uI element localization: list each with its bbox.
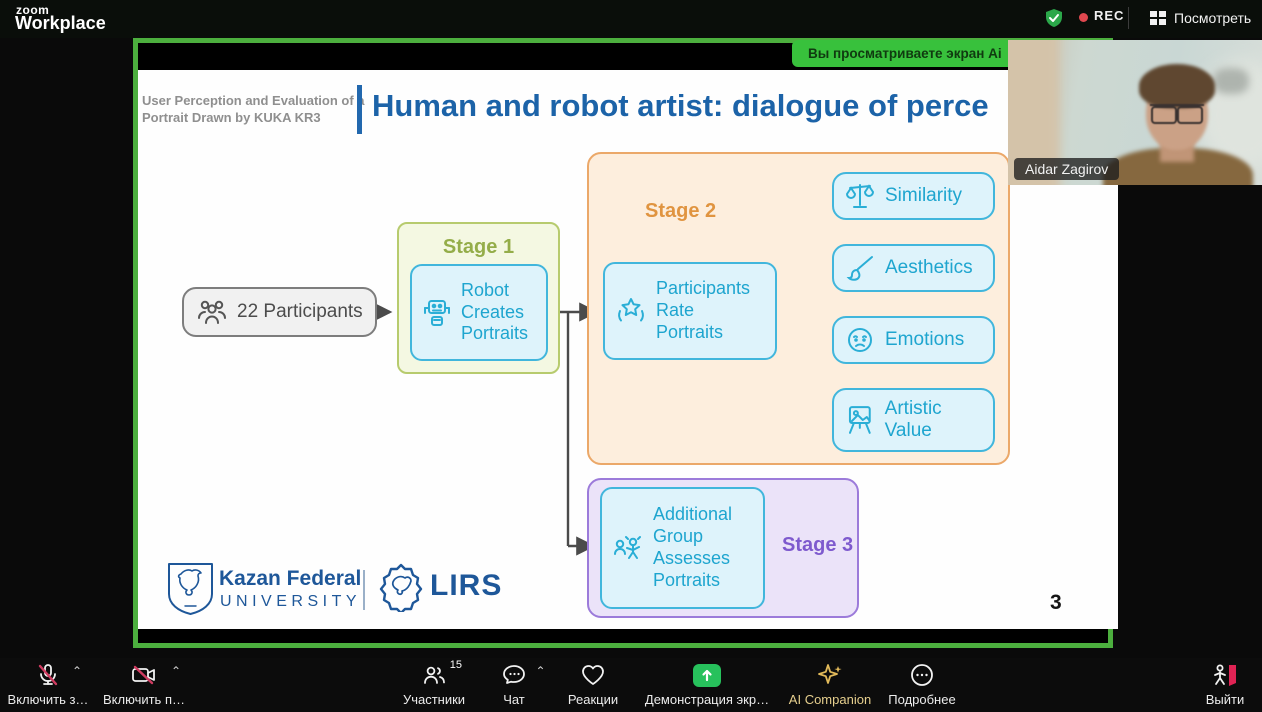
video-options-chevron[interactable]: ⌃ xyxy=(171,664,182,678)
audio-options-chevron[interactable]: ⌃ xyxy=(72,664,83,678)
lirs-gear-logo xyxy=(379,563,423,612)
microphone-muted-icon xyxy=(38,664,58,686)
slide-title: Human and robot artist: dialogue of perc… xyxy=(372,88,989,123)
leave-label: Выйти xyxy=(1205,692,1245,707)
participants-node: 22 Participants xyxy=(182,287,377,337)
ai-companion-label: AI Companion xyxy=(788,692,872,707)
participants-icon xyxy=(424,666,445,684)
stage2-node: Participants Rate Portraits xyxy=(603,262,777,360)
slide-subtitle-line1: User Perception and Evaluation of a xyxy=(142,93,365,108)
ai-sparkle-icon xyxy=(818,664,842,684)
emotion-face-icon xyxy=(848,328,872,352)
logo-divider xyxy=(363,570,365,610)
chat-label: Чат xyxy=(503,692,525,707)
share-screen-icon xyxy=(693,663,721,687)
scales-icon xyxy=(845,184,875,208)
view-button-label: Посмотреть xyxy=(1174,10,1252,26)
recording-dot-icon xyxy=(1079,13,1088,22)
participants-node-label: 22 Participants xyxy=(237,301,363,322)
workplace-logo: Workplace xyxy=(15,13,106,33)
share-screen-button[interactable]: Демонстрация экр… xyxy=(644,662,770,707)
stage1-label: Stage 1 xyxy=(442,236,515,258)
chat-bubble-icon xyxy=(502,665,525,684)
university-name: Kazan Federal xyxy=(219,567,362,590)
recording-indicator: REC xyxy=(1094,8,1125,23)
topbar-divider xyxy=(1128,7,1129,29)
outcome-emotions: Emotions xyxy=(832,316,995,364)
participant-name-label: Aidar Zagirov xyxy=(1014,158,1120,180)
start-video-label: Включить п… xyxy=(103,692,185,707)
stage2-label: Stage 2 xyxy=(645,200,717,222)
unmute-audio-button[interactable]: ⌃ Включить з… xyxy=(6,662,90,707)
zoom-logo: zoom xyxy=(16,3,50,17)
outcome-artistic-value-label: Artistic Value xyxy=(884,398,942,441)
leave-meeting-icon xyxy=(1213,664,1236,686)
easel-art-icon xyxy=(848,406,871,434)
reactions-label: Реакции xyxy=(567,692,619,707)
stage2-node-label: Participants Rate Portraits xyxy=(656,278,751,342)
outcome-similarity: Similarity xyxy=(832,172,995,220)
participant-hair xyxy=(1139,64,1215,108)
participant-glasses xyxy=(1150,104,1204,124)
more-button[interactable]: Подробнее xyxy=(884,662,960,707)
outcome-aesthetics-label: Aesthetics xyxy=(885,257,973,279)
leave-button[interactable]: Выйти xyxy=(1196,662,1254,707)
participant-video-thumbnail[interactable]: Aidar Zagirov xyxy=(1008,40,1262,185)
share-screen-label: Демонстрация экр… xyxy=(644,692,770,707)
chat-button[interactable]: ⌃ Чат xyxy=(490,662,546,707)
background-object xyxy=(1213,68,1249,94)
unmute-audio-label: Включить з… xyxy=(7,692,89,707)
reactions-button[interactable]: Реакции xyxy=(560,662,626,707)
slide-page-number: 3 xyxy=(1050,591,1062,614)
people-group-icon xyxy=(198,300,226,324)
start-video-button[interactable]: ⌃ Включить п… xyxy=(96,662,192,707)
paintbrush-icon xyxy=(846,256,873,281)
outcome-emotions-label: Emotions xyxy=(885,329,965,351)
stage3-label: Stage 3 xyxy=(782,534,854,556)
more-ellipsis-icon xyxy=(911,664,933,686)
heart-reaction-icon xyxy=(582,665,604,685)
star-rating-icon xyxy=(618,298,644,322)
stage3-node-label: Additional Group Assesses Portraits xyxy=(653,504,733,590)
meeting-toolbar xyxy=(0,658,1262,712)
lirs-name: LIRS xyxy=(430,569,503,602)
kfu-shield-logo xyxy=(168,563,213,615)
chat-options-chevron[interactable]: ⌃ xyxy=(535,664,546,678)
grid-view-icon xyxy=(1150,10,1166,25)
title-divider-bar xyxy=(357,85,362,134)
outcome-aesthetics: Aesthetics xyxy=(832,244,995,292)
group-assess-icon xyxy=(614,536,641,559)
outcome-artistic-value: Artistic Value xyxy=(832,388,995,452)
outcome-similarity-label: Similarity xyxy=(885,185,963,207)
university-word: UNIVERSITY xyxy=(220,593,362,610)
ai-companion-button[interactable]: AI Companion xyxy=(784,662,876,707)
stage1-node-label: Robot Creates Portraits xyxy=(461,279,529,344)
top-bar xyxy=(0,0,1262,38)
viewing-screen-banner: Вы просматриваете экран Ai xyxy=(792,40,1044,67)
participants-button[interactable]: 15 Участники xyxy=(394,659,474,707)
participants-label: Участники xyxy=(402,692,466,707)
slide-subtitle-line2: Portrait Drawn by KUKA KR3 xyxy=(142,110,321,125)
stage3-node: Additional Group Assesses Portraits xyxy=(600,487,765,609)
participants-count-badge: 15 xyxy=(449,659,462,671)
security-shield-icon[interactable] xyxy=(1044,8,1064,28)
more-label: Подробнее xyxy=(888,692,956,707)
camera-muted-icon xyxy=(132,665,155,685)
view-button[interactable]: Посмотреть xyxy=(1150,7,1251,29)
stage1-node: Robot Creates Portraits xyxy=(410,264,548,361)
robot-icon xyxy=(424,299,450,326)
